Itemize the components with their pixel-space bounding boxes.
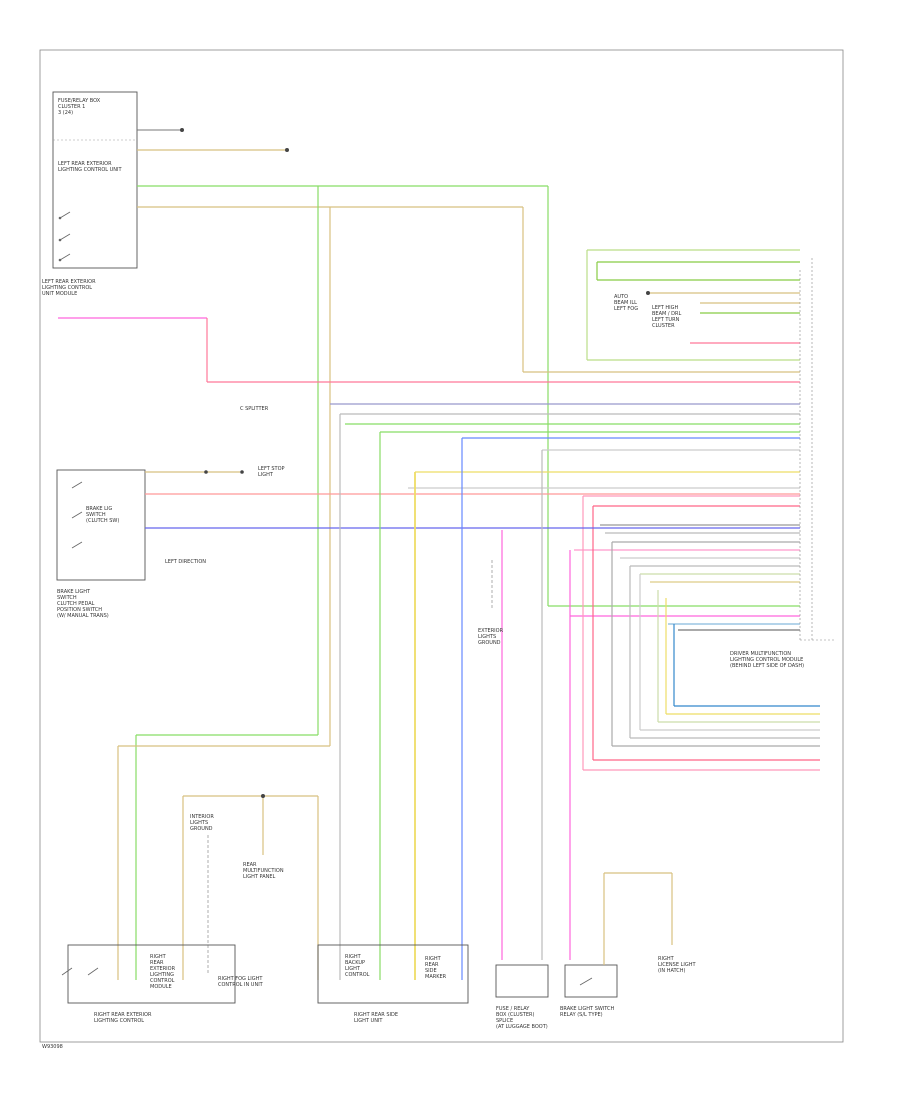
right-module-2: LIGHTING CONTROL MODULE bbox=[730, 657, 803, 663]
top-right-wires: AUTO BEAM ILL LEFT FOG LEFT HIGH BEAM / … bbox=[523, 249, 800, 373]
top-left-wires bbox=[117, 128, 549, 980]
bottom-left-2: LIGHTING CONTROL bbox=[94, 1018, 144, 1024]
right-module-3: (BEHIND LEFT SIDE OF DASH) bbox=[730, 663, 804, 669]
top-right-note-3: LEFT FOG bbox=[614, 306, 638, 312]
brake-label: LEFT DIRECTION bbox=[165, 559, 206, 565]
top-left-caption-3: UNIT MODULE bbox=[42, 291, 77, 297]
bottom-center-inner-3: LIGHT bbox=[345, 966, 361, 972]
bottom-right-c-1: RIGHT bbox=[658, 956, 675, 962]
rear-ground-1: INTERIOR bbox=[190, 814, 214, 820]
brake-switch-5: (W/ MANUAL TRANS) bbox=[57, 613, 109, 619]
center-ground-1: EXTERIOR bbox=[478, 628, 504, 634]
bottom-center-inner-1: RIGHT bbox=[345, 954, 362, 960]
bottom-left-inner-5: CONTROL bbox=[150, 978, 175, 984]
bottom-right-c-2: LICENSE LIGHT bbox=[658, 962, 696, 968]
top-right-b-3: LEFT TURN bbox=[652, 317, 680, 323]
lower-right-bundle bbox=[582, 496, 820, 771]
diagram-border bbox=[39, 49, 844, 1043]
bottom-right-b-1: BRAKE LIGHT SWITCH bbox=[560, 1006, 615, 1012]
center-ground-2: LIGHTS bbox=[478, 634, 496, 640]
top-right-b-2: BEAM / DRL bbox=[652, 311, 682, 317]
bottom-left-fog-2: CONTROL IN UNIT bbox=[218, 982, 264, 988]
bottom-center-inner2-2: REAR bbox=[425, 962, 439, 968]
brake-switch-4: POSITION SWITCH bbox=[57, 607, 102, 613]
bottom-right-a-3: SPLICE bbox=[496, 1018, 513, 1024]
brake-note-1: LEFT STOP bbox=[258, 466, 285, 472]
rear-ground-2: LIGHTS bbox=[190, 820, 208, 826]
bottom-right-b-component: BRAKE LIGHT SWITCH RELAY (S/L TYPE) bbox=[560, 872, 673, 1018]
bottom-center-inner-2: BACKUP bbox=[345, 960, 365, 966]
rear-ground-3: GROUND bbox=[190, 826, 213, 832]
bottom-center-inner-4: CONTROL bbox=[345, 972, 370, 978]
bottom-center-1: RIGHT REAR SIDE bbox=[354, 1012, 398, 1018]
footer-code: W93098 bbox=[42, 1044, 63, 1050]
bottom-right-a-4: (AT LUGGAGE BOOT) bbox=[496, 1024, 548, 1030]
bottom-right-a-2: BOX (CLUSTER) bbox=[496, 1012, 534, 1018]
top-right-b-1: LEFT HIGH bbox=[652, 305, 678, 311]
brake-inner-1: BRAKE LIG bbox=[86, 506, 112, 512]
bottom-left-inner-4: LIGHTING bbox=[150, 972, 174, 978]
top-left-b-1: LEFT REAR EXTERIOR bbox=[58, 161, 112, 167]
pink-supply-wire: C SPLITTER bbox=[58, 317, 800, 412]
bottom-right-a-1: FUSE / RELAY bbox=[496, 1006, 530, 1012]
bottom-left-component: RIGHT REAR EXTERIOR LIGHTING CONTROL MOD… bbox=[61, 944, 264, 1024]
bottom-right-a-component: FUSE / RELAY BOX (CLUSTER) SPLICE (AT LU… bbox=[495, 964, 549, 1030]
top-right-b-4: CLUSTER bbox=[652, 323, 675, 329]
brake-switch-3: CLUTCH PEDAL bbox=[57, 601, 95, 607]
brake-switch-1: BRAKE LIGHT bbox=[57, 589, 91, 595]
bottom-center-inner2-3: SIDE bbox=[425, 968, 437, 974]
rear-splice-1: REAR bbox=[243, 862, 257, 868]
bottom-left-fog-1: RIGHT FOG LIGHT bbox=[218, 976, 263, 982]
rear-splice-3: LIGHT PANEL bbox=[243, 874, 276, 880]
brake-switch-2: SWITCH bbox=[57, 595, 77, 601]
brake-clutch-switch: BRAKE LIG SWITCH (CLUTCH SW) BRAKE LIGHT… bbox=[56, 466, 800, 619]
top-left-b-2: LIGHTING CONTROL UNIT bbox=[58, 167, 123, 173]
c-splitter-label: C SPLITTER bbox=[240, 406, 269, 412]
brake-inner-3: (CLUTCH SW) bbox=[86, 518, 119, 524]
top-left-a-2: CLUSTER 1 bbox=[58, 104, 85, 110]
brake-note-2: LIGHT bbox=[258, 472, 274, 478]
bottom-left-1: RIGHT REAR EXTERIOR bbox=[94, 1012, 152, 1018]
center-ground-3: GROUND bbox=[478, 640, 501, 646]
center-verticals: EXTERIOR LIGHTS GROUND bbox=[339, 414, 571, 980]
bottom-right-c-component: RIGHT LICENSE LIGHT (IN HATCH) bbox=[658, 956, 696, 974]
top-left-caption-1: LEFT REAR EXTERIOR bbox=[42, 279, 96, 285]
brake-inner-2: SWITCH bbox=[86, 512, 106, 518]
top-left-caption-2: LIGHTING CONTROL bbox=[42, 285, 92, 291]
rear-splice-2: MULTIFUNCTION bbox=[243, 868, 284, 874]
left-rear-exterior-lighting-unit: FUSE/RELAY BOX CLUSTER 1 3 (24) LEFT REA… bbox=[42, 91, 138, 297]
rear-grounding: INTERIOR LIGHTS GROUND REAR MULTIFUNCTIO… bbox=[182, 794, 319, 980]
top-right-note-2: BEAM ILL bbox=[614, 300, 637, 306]
bottom-center-2: LIGHT UNIT bbox=[354, 1018, 383, 1024]
top-left-a-3: 3 (24) bbox=[58, 110, 73, 116]
bottom-center-inner2-1: RIGHT bbox=[425, 956, 442, 962]
bottom-left-inner-2: REAR bbox=[150, 960, 164, 966]
bottom-right-b-2: RELAY (S/L TYPE) bbox=[560, 1012, 603, 1018]
right-module-1: DRIVER MULTIFUNCTION bbox=[730, 651, 791, 657]
bottom-left-inner-6: MODULE bbox=[150, 984, 172, 990]
bottom-center-component: RIGHT BACKUP LIGHT CONTROL RIGHT REAR SI… bbox=[317, 944, 469, 1024]
bottom-center-inner2-4: MARKER bbox=[425, 974, 447, 980]
bottom-right-c-3: (IN HATCH) bbox=[658, 968, 686, 974]
top-right-note-1: AUTO bbox=[614, 294, 628, 300]
bottom-left-inner-3: EXTERIOR bbox=[150, 966, 176, 972]
top-left-a-1: FUSE/RELAY BOX bbox=[58, 98, 101, 104]
bottom-left-inner-1: RIGHT bbox=[150, 954, 167, 960]
